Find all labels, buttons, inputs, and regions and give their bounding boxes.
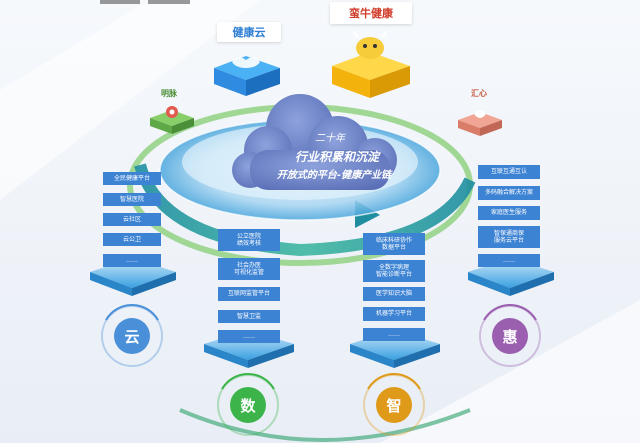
column-3-item: 机器学习平台 [375, 310, 412, 318]
column-1-item: …… [126, 256, 138, 264]
column-4-item: …… [503, 256, 515, 264]
mingmai-cube [150, 106, 194, 134]
huixin-label: 汇心 [471, 89, 487, 98]
column-3-item: 医学知识大脑 [375, 290, 412, 298]
smart-circle-badge: 智 [386, 396, 402, 415]
column-3-item: 临床科研协作 数据平台 [375, 236, 412, 252]
mingmai-label: 明脉 [161, 89, 177, 98]
cloud-title-line2: 行业积累和沉淀 [294, 150, 379, 164]
column-4-item: 互联互通互认 [490, 168, 527, 176]
column-1-item: 云社区 [122, 215, 141, 223]
huixin-cube [458, 110, 502, 136]
column-2-item: 智慧卫监 [236, 312, 261, 320]
column-3-item: 全数字病理 智能诊断平台 [375, 263, 412, 279]
column-4-item: 多码融合解决方案 [484, 189, 533, 197]
benefit-circle-badge: 惠 [502, 327, 518, 346]
column-1-item: 云公卫 [122, 235, 141, 243]
cloud-title-line3: 开放式的平台-健康产业链 [276, 170, 392, 181]
column-2-item: …… [243, 332, 255, 340]
manniu-health-label: 蛮牛健康 [330, 2, 412, 24]
column-1-item: 全民健康平台 [113, 174, 150, 182]
column-2-item: 公立医院 绩效考核 [236, 232, 261, 248]
column-1-item: 智慧医院 [119, 195, 144, 203]
health-cloud-label: 健康云 [217, 22, 281, 42]
column-4-item: 智保通商保 服务云平台 [493, 229, 524, 245]
data-circle-badge: 数 [240, 396, 256, 415]
cloud-title-line1: 二十年 [315, 133, 345, 144]
manniu-cube [332, 30, 410, 98]
health-cloud-cube [214, 56, 280, 96]
column-3-item: …… [388, 330, 400, 338]
column-2-item: 社会办医 可视化监管 [233, 261, 264, 277]
cloud-circle-badge: 云 [124, 327, 140, 346]
central-cloud [232, 94, 397, 190]
column-4-item: 家庭医生服务 [490, 209, 527, 217]
column-2-item: 互联网监管平台 [227, 290, 270, 298]
